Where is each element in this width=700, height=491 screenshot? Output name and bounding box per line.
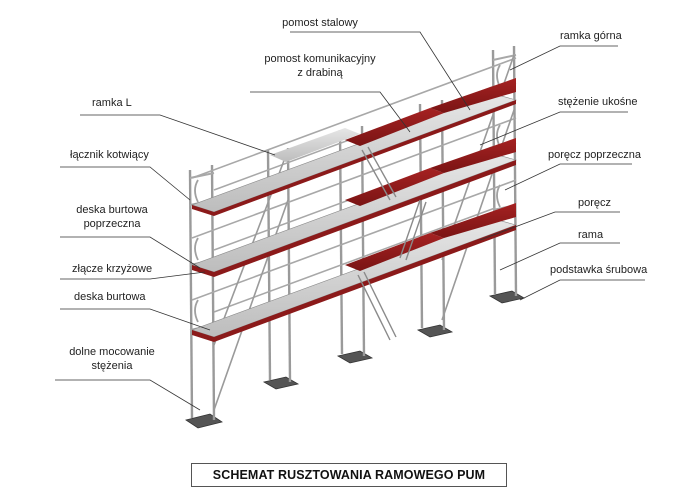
label-porecz-poprzeczna: poręcz poprzeczna xyxy=(548,149,641,161)
label-ramka-gorna: ramka górna xyxy=(560,30,622,42)
label-podstawka-srubowa: podstawka śrubowa xyxy=(550,264,648,276)
deck-level-2 xyxy=(191,138,517,277)
label-stezenie-ukosne: stężenie ukośne xyxy=(558,96,638,108)
label-pomost-stalowy: pomost stalowy xyxy=(282,17,358,29)
label-ramka-l: ramka L xyxy=(92,97,132,109)
label-dolne-mocowanie-line1: dolne mocowanie xyxy=(69,346,155,358)
label-pomost-komunikacyjny-line2: z drabiną xyxy=(297,67,343,79)
label-deska-burtowa-poprzeczna-line1: deska burtowa xyxy=(76,204,148,216)
label-deska-burtowa: deska burtowa xyxy=(74,291,146,303)
label-pomost-komunikacyjny-line1: pomost komunikacyjny xyxy=(264,53,376,65)
deck-level-3 xyxy=(191,78,517,216)
title-box: SCHEMAT RUSZTOWANIA RAMOWEGO PUM xyxy=(191,463,507,487)
label-deska-burtowa-poprzeczna-line2: poprzeczna xyxy=(83,218,141,230)
label-porecz: poręcz xyxy=(578,197,612,209)
label-dolne-mocowanie-line2: stężenia xyxy=(91,360,133,372)
label-rama: rama xyxy=(578,229,604,241)
label-lacznik-kotwiacy: łącznik kotwiący xyxy=(70,149,149,161)
label-zlacze-krzyzowe: złącze krzyżowe xyxy=(72,263,153,275)
ladders xyxy=(357,146,427,341)
baseplates xyxy=(185,290,526,429)
leader-lines xyxy=(55,31,645,411)
diagram-title: SCHEMAT RUSZTOWANIA RAMOWEGO PUM xyxy=(212,468,486,482)
deck-level-1 xyxy=(191,203,517,342)
